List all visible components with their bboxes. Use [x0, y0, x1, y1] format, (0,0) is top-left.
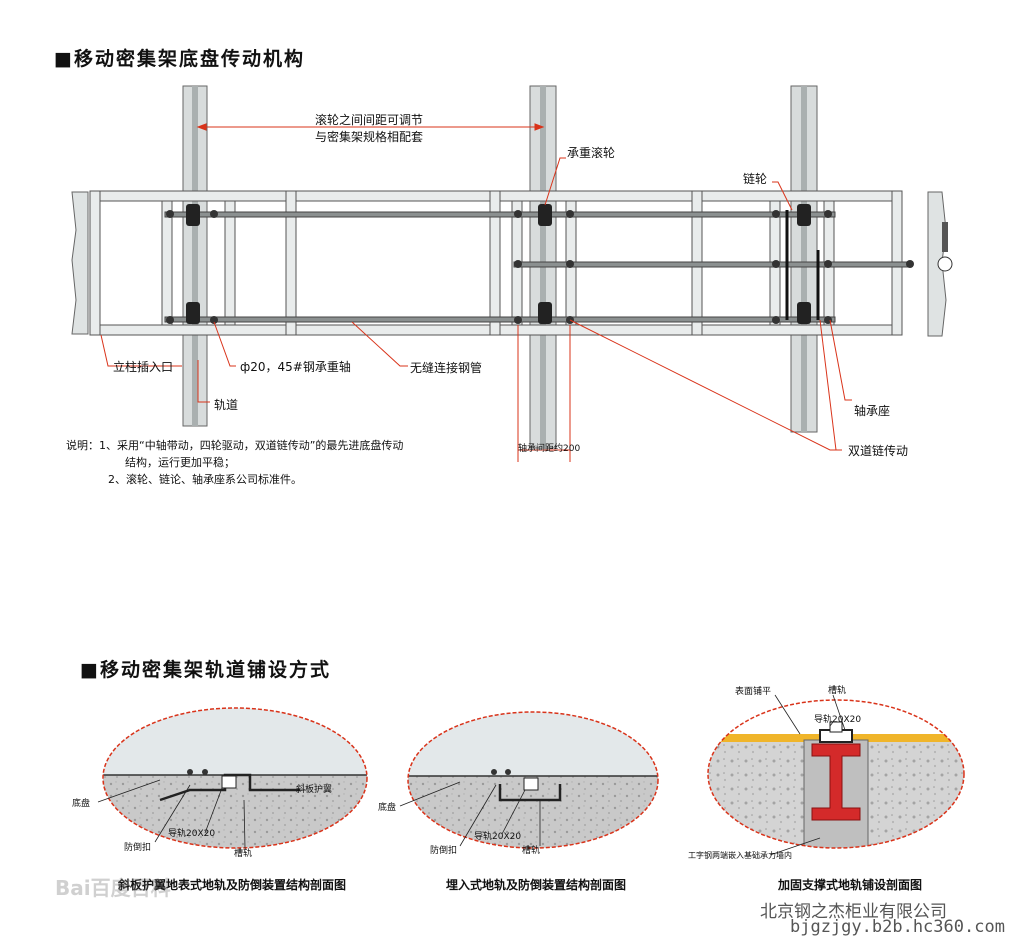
d1-caption: 斜板护翼地表式地轨及防倒装置结构剖面图: [118, 878, 347, 892]
rail-diagram-1: [102, 707, 368, 849]
track-right: [790, 85, 818, 433]
roller-spacing-dimension: [196, 123, 545, 131]
note-line-2: 结构，运行更加平稳；: [125, 456, 235, 469]
end-plate-right: [927, 191, 947, 337]
end-plate-left: [71, 191, 89, 335]
d2-label-chassis: 底盘: [378, 803, 397, 813]
label-axle: ф20，45#钢承重轴: [240, 360, 351, 374]
bearing-seats: [166, 210, 832, 324]
d2-label-guide-rail: 导轨20X20: [474, 832, 522, 842]
d2-caption: 埋入式地轨及防倒装置结构剖面图: [446, 878, 627, 892]
label-double-chain: 双道链传动: [848, 444, 909, 458]
d1-label-channel-rail: 槽轨: [234, 849, 253, 859]
track-left: [182, 85, 208, 427]
axles: [164, 211, 910, 323]
leader-lines-section2: [97, 694, 846, 856]
label-sprocket: 链轮: [743, 172, 768, 186]
d3-label-beam-note: 工字钢两端嵌入基础承力墙内: [688, 851, 792, 860]
label-load-roller: 承重滚轮: [567, 146, 616, 160]
d1-label-chassis: 底盘: [72, 799, 91, 809]
d1-label-anti-tip: 防倒扣: [124, 843, 152, 853]
hand-crank-icon: [906, 222, 953, 272]
footer-company: 北京钢之杰柜业有限公司: [760, 902, 947, 922]
d2-label-anti-tip: 防倒扣: [430, 846, 458, 856]
label-roller-spacing-2: 与密集架规格相配套: [315, 130, 424, 144]
leader-lines: [100, 157, 852, 462]
label-roller-spacing-1: 滚轮之间间距可调节: [315, 113, 424, 127]
chains: [785, 210, 820, 320]
footer-website: bjgzjgy.b2b.hc360.com: [790, 917, 1005, 937]
d2-label-channel-rail: 槽轨: [522, 846, 541, 856]
note-line-3: 2、滚轮、链论、轴承座系公司标准件。: [108, 473, 302, 486]
label-bearing-spacing: 轴承间距约200: [518, 444, 581, 454]
label-bearing-seat: 轴承座: [854, 404, 891, 418]
d3-label-guide-rail: 导轨20X20: [814, 715, 862, 725]
d3-caption: 加固支撑式地轨铺设剖面图: [778, 878, 923, 892]
d1-label-guide-rail: 导轨20X20: [168, 829, 216, 839]
load-rollers: [186, 204, 811, 324]
baidu-watermark: Bai百度百科: [55, 876, 171, 900]
rail-diagram-2: [407, 711, 659, 849]
label-track: 轨道: [214, 398, 239, 412]
label-steel-pipe: 无缝连接钢管: [410, 361, 483, 375]
note-line-1: 说明：1、采用“中轴带动，四轮驱动，双道链传动”的最先进底盘传动: [66, 439, 404, 452]
section2-title: ■移动密集架轨道铺设方式: [80, 659, 331, 681]
section1-title: ■移动密集架底盘传动机构: [54, 48, 305, 70]
d3-label-channel-rail: 槽轨: [828, 686, 847, 696]
d1-label-ramp-guard: 斜板护翼: [296, 785, 333, 795]
d3-label-surface: 表面铺平: [735, 687, 772, 697]
label-post-inlet: 立柱插入口: [113, 360, 174, 374]
